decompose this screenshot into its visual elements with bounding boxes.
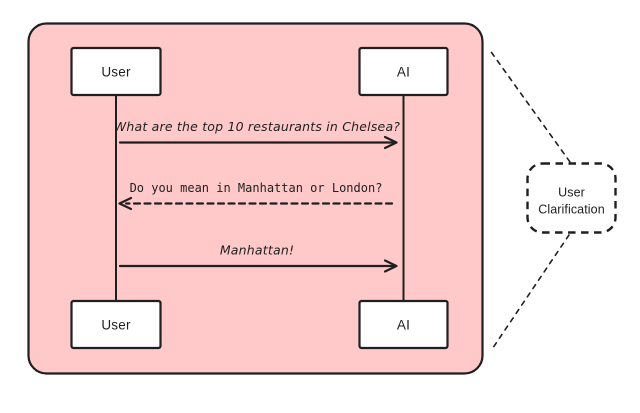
message-1-arrowhead-right-icon: [383, 135, 398, 150]
side-note-label-line1: User: [558, 186, 585, 200]
message-2-arrowhead-left-icon: [118, 196, 133, 211]
diagram-container: [27, 22, 484, 375]
actor-box-bottom-user: User: [70, 299, 162, 350]
actor-label-bottom-ai: AI: [397, 318, 410, 333]
actor-box-bottom-user-rect: [70, 299, 162, 350]
actor-box-top-user: User: [70, 46, 162, 97]
actor-label-top-ai: AI: [397, 65, 410, 80]
message-1: What are the top 10 restaurants in Chels…: [114, 119, 400, 150]
connector-dashed-bottom: [492, 234, 570, 348]
message-2-label: Do you mean in Manhattan or London?: [130, 181, 383, 195]
message-3-arrowhead-right-icon: [383, 259, 398, 273]
actor-box-bottom-ai-rect: [358, 299, 449, 350]
side-note: User Clarification: [526, 162, 617, 234]
actor-box-bottom-ai: AI: [358, 299, 449, 350]
message-2: Do you mean in Manhattan or London?: [118, 181, 394, 211]
connector-dashed-top: [490, 51, 571, 163]
actor-box-top-ai: AI: [358, 46, 449, 97]
actor-label-top-user: User: [101, 65, 131, 80]
actor-box-top-user-rect: [70, 46, 162, 97]
side-note-label-line2: Clarification: [538, 203, 605, 217]
message-3-label: Manhattan!: [220, 243, 294, 258]
message-1-label: What are the top 10 restaurants in Chels…: [114, 119, 400, 134]
message-3: Manhattan!: [118, 243, 398, 273]
side-note-box: [526, 162, 617, 234]
actor-box-top-ai-rect: [358, 46, 449, 97]
actor-label-bottom-user: User: [101, 318, 131, 333]
